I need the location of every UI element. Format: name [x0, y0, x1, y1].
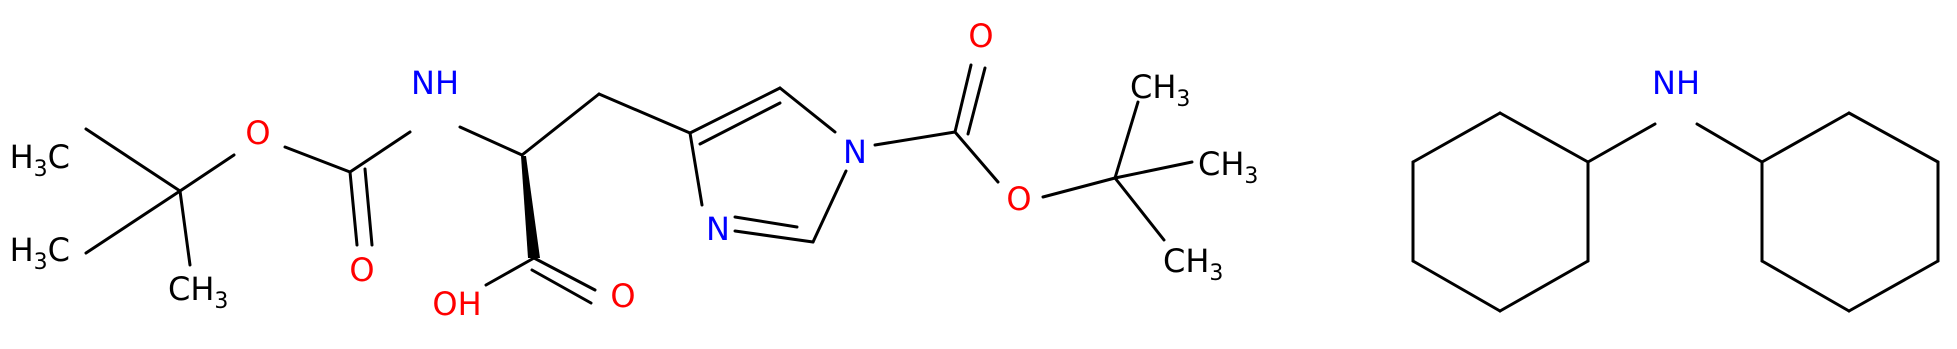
- bond-ring-c5-n1: [778, 86, 837, 134]
- boc-his-molecule: [84, 63, 1194, 305]
- methyl-label: CH3: [168, 270, 228, 314]
- stereo-wedge-bond: [521, 156, 540, 258]
- bond-tbu2-ch3: [1113, 100, 1140, 180]
- bond-carbamate-n: [348, 130, 412, 174]
- bond-tbu1-o: [178, 153, 236, 193]
- atom-label-o-carbonyl: O: [968, 17, 993, 55]
- atom-label-dcha-nh: NH: [1652, 64, 1700, 102]
- bond-ring-c4-c5: [698, 101, 782, 146]
- bond-tbu2-ch3: [1113, 176, 1166, 242]
- bond-ring-c4-c5: [688, 86, 782, 135]
- methyl-label: H3C: [10, 231, 70, 275]
- bond-carbonyl-o: [953, 130, 1000, 184]
- bond-ring-c2-n3: [733, 229, 815, 244]
- bond-cyclohexane-right: [1760, 111, 1851, 164]
- dicyclohexylamine-molecule: [1411, 111, 1940, 313]
- atom-label-n-imidazole: N: [843, 133, 867, 171]
- bond-carbonyl-double: [966, 66, 987, 136]
- bond-ch2-ring: [597, 92, 692, 135]
- bond-c-double-o: [532, 256, 597, 292]
- bond-carbamate-double: [363, 167, 374, 247]
- bond-cyclohexane-left: [1498, 259, 1590, 313]
- bond-alpha-ch2: [520, 92, 601, 157]
- atom-label-o-carbonyl: O: [349, 251, 374, 289]
- bond-n-carbonyl: [873, 130, 957, 147]
- methyl-label: CH3: [1163, 242, 1223, 286]
- methyl-label: H3C: [10, 138, 70, 182]
- bond-ch3-tbu1: [84, 189, 182, 255]
- atom-label-o-ester: O: [1006, 180, 1031, 218]
- atom-label-oh: OH: [432, 285, 481, 323]
- bond-c-double-o: [530, 268, 593, 305]
- bond-cyclohexane-right: [1847, 259, 1940, 313]
- bond-cyclohexane-left: [1498, 111, 1590, 164]
- methyl-label: CH3: [1130, 68, 1190, 112]
- bond-ring-c2-n3: [733, 215, 799, 229]
- bond-carbamate-double: [348, 170, 359, 247]
- atom-label-o-ester: O: [245, 114, 270, 152]
- bond-cyclohexane-left: [1411, 259, 1502, 313]
- bond-ch3-tbu1: [178, 189, 192, 267]
- bond-cyclohexane-left: [1411, 111, 1502, 164]
- bond-ch3-tbu1: [84, 127, 182, 193]
- bond-cy-n: [1586, 122, 1657, 164]
- bond-tbu2-ch3: [1113, 160, 1194, 180]
- bond-o-tbu2: [1041, 176, 1117, 199]
- bond-n-cy: [1695, 122, 1764, 164]
- bond-o-carbonyl: [283, 145, 352, 174]
- bond-cyclohexane-right: [1847, 111, 1940, 164]
- bond-n-alpha: [458, 125, 524, 157]
- atom-label-n-imidazole: N: [706, 210, 730, 248]
- atom-label-nh: NH: [411, 64, 459, 102]
- bond-carbonyl-double: [953, 63, 973, 134]
- bond-c-oh: [484, 256, 536, 287]
- bond-ring-n1-c2: [811, 169, 848, 244]
- methyl-label: CH3: [1198, 145, 1258, 189]
- atom-label-o-acid: O: [610, 277, 635, 315]
- bond-ring-n3-c4: [688, 131, 704, 207]
- bond-cyclohexane-right: [1760, 259, 1851, 313]
